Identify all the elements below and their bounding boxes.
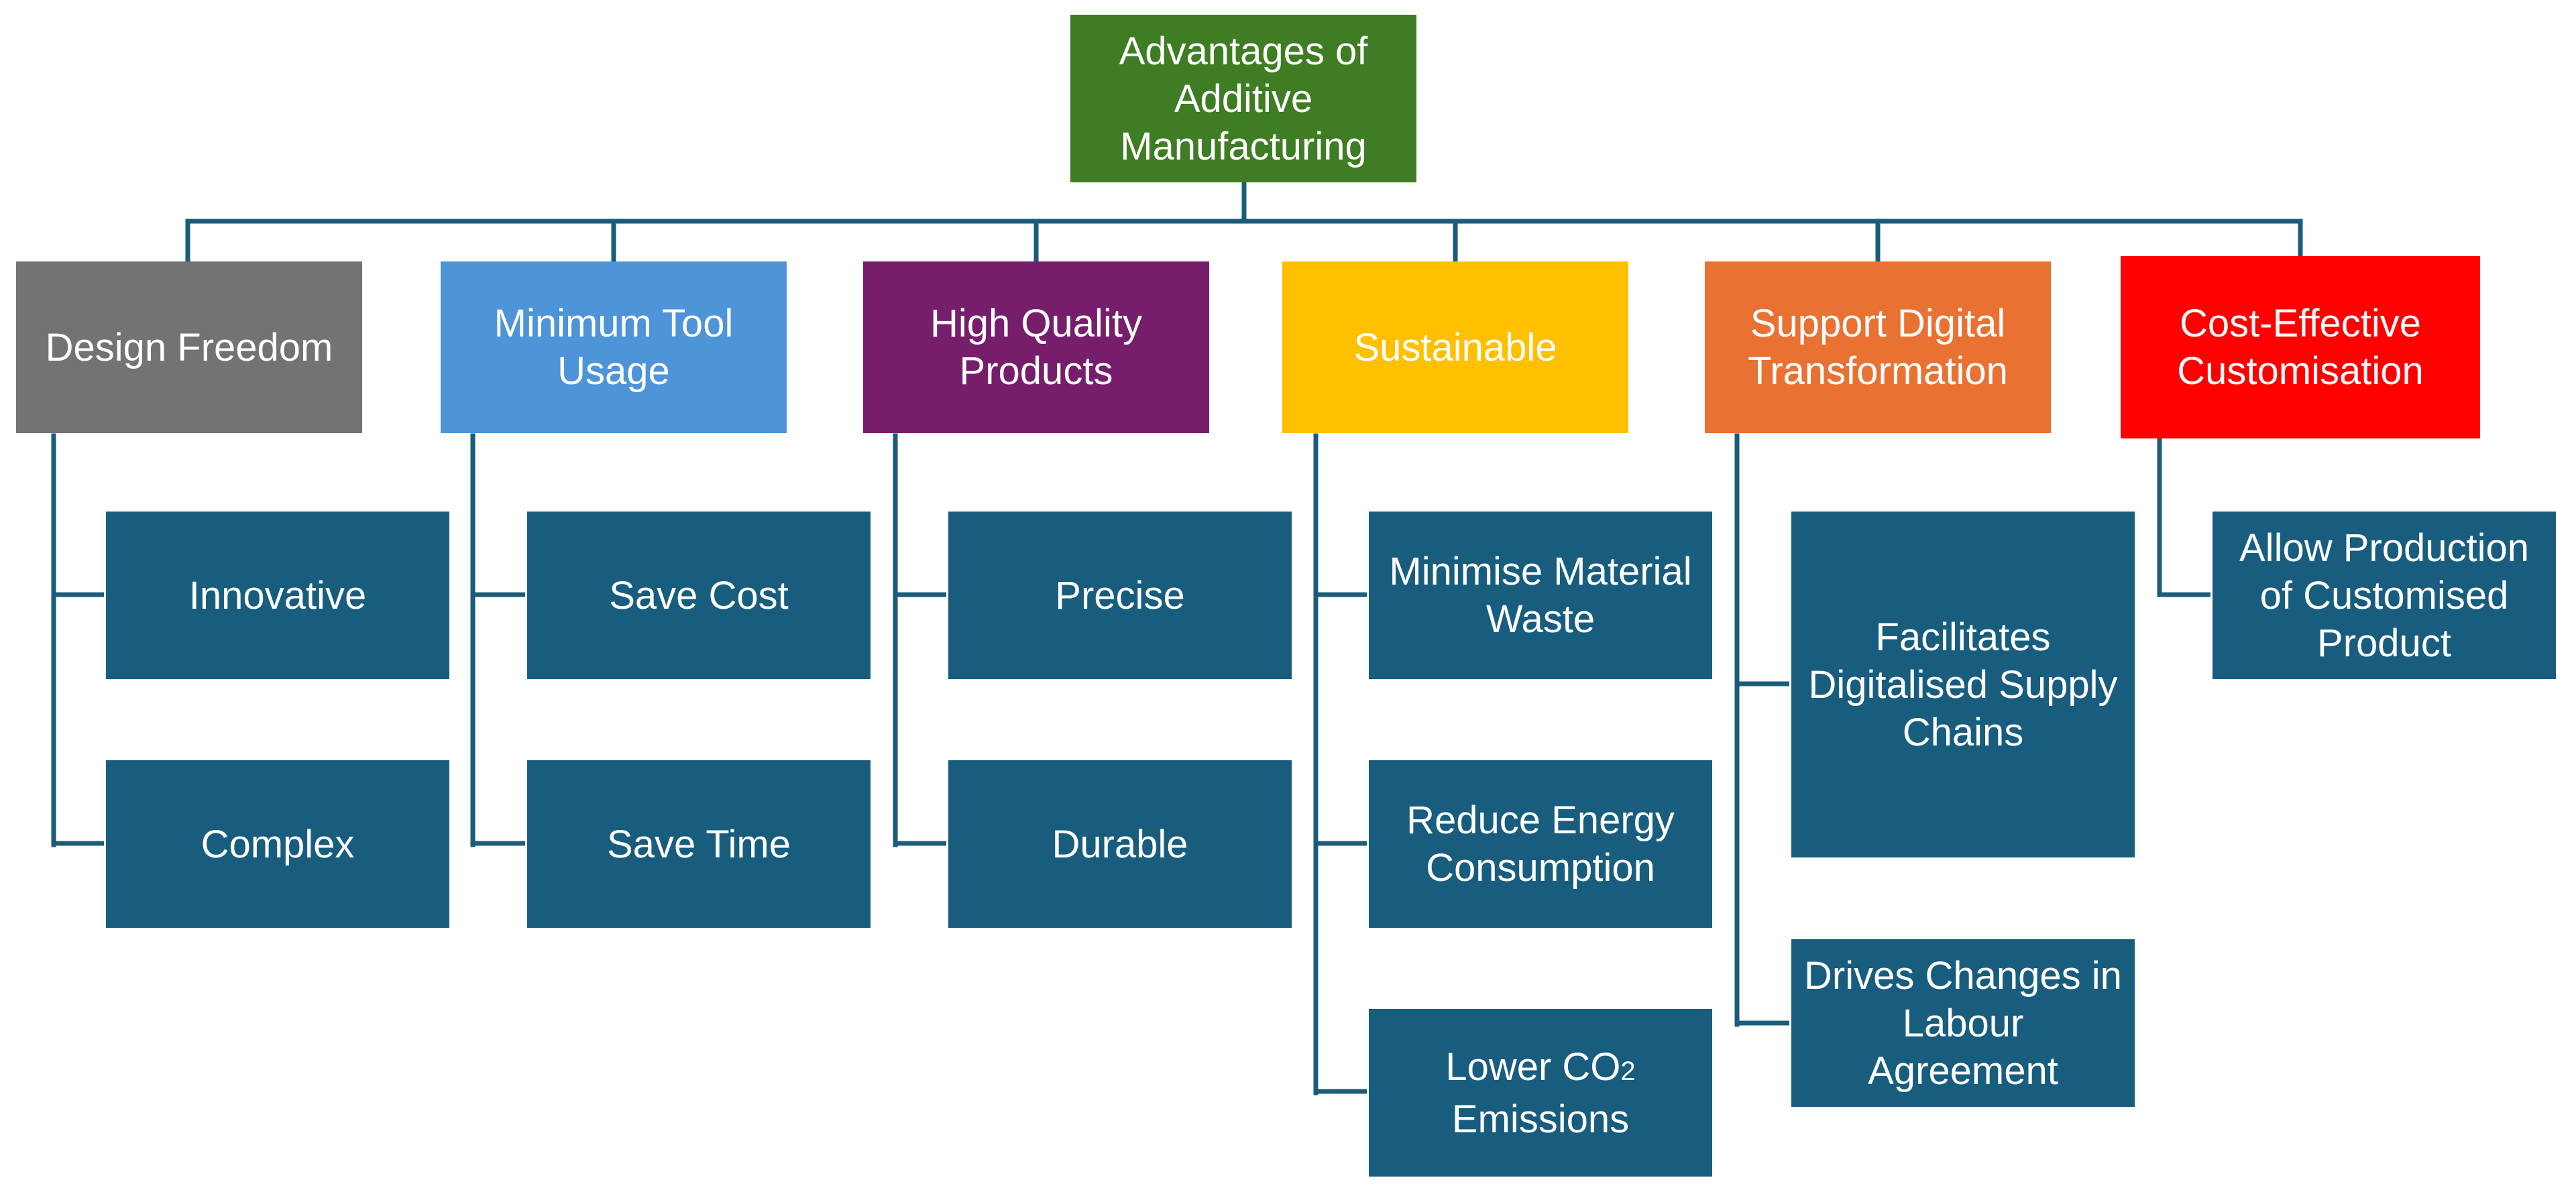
category-label: Sustainable (1353, 325, 1557, 369)
root-node: Advantages of Additive Manufacturing (1070, 15, 1416, 182)
leaf-minimise-material-waste: Minimise Material Waste (1367, 510, 1714, 681)
category-minimum-tool-usage: Minimum Tool Usage (441, 261, 787, 433)
leaf-label: Save Cost (609, 573, 789, 617)
leaf-label: Facilitates Digitalised Supply Chains (1808, 615, 2118, 754)
leaf-lower-co2-emissions: Lower CO2 Emissions (1367, 1007, 1714, 1179)
leaf-reduce-energy-consumption: Reduce Energy Consumption (1367, 758, 1714, 930)
leaf-allow-production-of-customised-product: Allow Production of Customised Product (2210, 510, 2558, 681)
category-sustainable: Sustainable (1282, 261, 1628, 433)
leaf-label: Innovative (188, 573, 367, 617)
category-high-quality-products: High Quality Products (863, 261, 1209, 433)
leaf-precise: Precise (946, 510, 1294, 681)
category-label: Minimum Tool Usage (494, 302, 734, 393)
leaf-label: Precise (1055, 573, 1185, 617)
category-label: Cost-Effective Customisation (2177, 302, 2424, 393)
leaf-label: Lower CO2 Emissions (1445, 1044, 1636, 1141)
leaf-drives-changes-in-labour-agreement: Drives Changes in Labour Agreement (1789, 937, 2137, 1109)
leaf-save-time: Save Time (525, 758, 873, 930)
category-label: Support Digital Transformation (1748, 302, 2008, 393)
leaf-innovative: Innovative (104, 510, 451, 681)
leaf-save-cost: Save Cost (525, 510, 873, 681)
leaf-label: Save Time (607, 822, 791, 866)
leaf-durable: Durable (946, 758, 1294, 930)
category-label: High Quality Products (930, 302, 1142, 393)
category-support-digital-transformation: Support Digital Transformation (1705, 261, 2051, 433)
leaf-label: Complex (201, 822, 355, 866)
leaf-label: Allow Production of Customised Product (2239, 526, 2529, 665)
category-design-freedom: Design Freedom (16, 261, 362, 433)
root-label: Advantages of Additive Manufacturing (1119, 29, 1368, 168)
leaf-label: Minimise Material Waste (1389, 550, 1692, 641)
leaf-label: Drives Changes in Labour Agreement (1804, 953, 2122, 1093)
category-cost-effective-customisation: Cost-Effective Customisation (2121, 256, 2480, 438)
leaf-label: Durable (1052, 822, 1188, 866)
leaf-facilitates-digitalised-supply-chains: Facilitates Digitalised Supply Chains (1789, 510, 2137, 859)
category-label: Design Freedom (45, 325, 333, 369)
leaf-complex: Complex (104, 758, 451, 930)
leaf-label: Reduce Energy Consumption (1406, 798, 1675, 890)
